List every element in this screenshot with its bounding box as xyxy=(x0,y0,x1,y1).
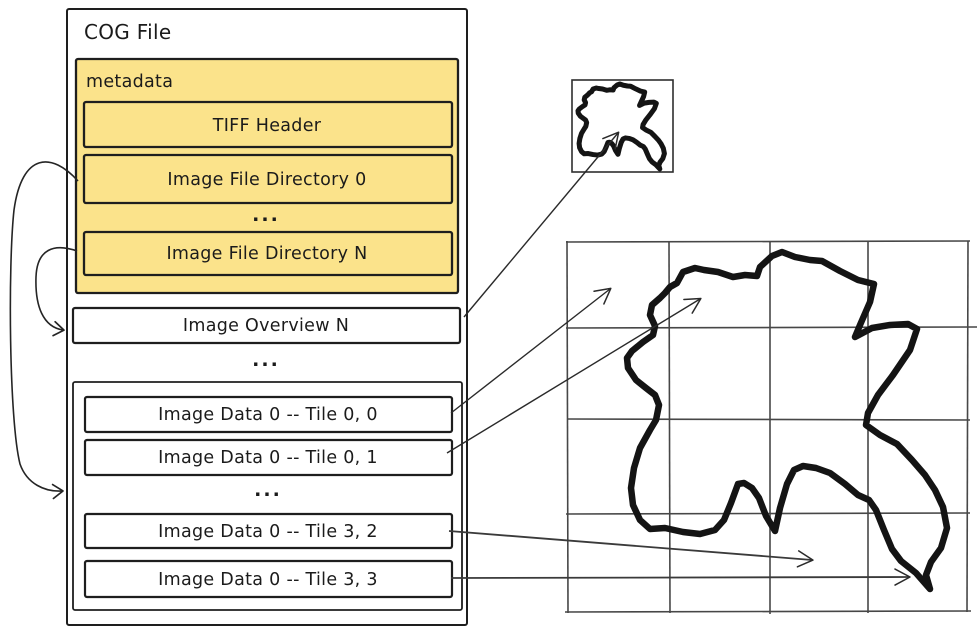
image-overview-label: Image Overview N xyxy=(183,316,349,336)
image-overview-row xyxy=(71,306,462,345)
ifdN-to-overview-arrow xyxy=(35,247,78,337)
tile-3-2-arrow xyxy=(448,530,814,568)
tile-3-3-label: Image Data 0 -- Tile 3, 3 xyxy=(158,570,378,590)
tile-3-3-row xyxy=(83,559,454,599)
cog-file-title: COG File xyxy=(84,20,171,44)
tile-0-0-arrow xyxy=(450,287,612,414)
tile-0-0-row xyxy=(83,395,454,434)
ifd-n-row xyxy=(82,230,454,277)
ifd-0-row xyxy=(82,153,454,205)
tile-0-1-label: Image Data 0 -- Tile 0, 1 xyxy=(158,448,378,468)
ifd0-to-data-arrow xyxy=(9,161,79,500)
overview-arrow xyxy=(463,131,620,318)
file-ellipsis: ... xyxy=(252,349,280,371)
tile-0-0-label: Image Data 0 -- Tile 0, 0 xyxy=(158,405,378,425)
tile-3-2-label: Image Data 0 -- Tile 3, 2 xyxy=(158,522,378,542)
metadata-label: metadata xyxy=(86,72,173,92)
tile-0-1-row xyxy=(83,438,454,477)
ifd-n-label: Image File Directory N xyxy=(166,244,367,264)
ifd-0-label: Image File Directory 0 xyxy=(167,170,366,190)
tiff-header-label: TIFF Header xyxy=(212,116,322,136)
tile-3-3-arrow xyxy=(450,568,911,586)
tile-grid xyxy=(564,240,978,614)
tile-0-1-arrow xyxy=(446,297,702,454)
tiff-header-row xyxy=(82,100,454,149)
metadata-ellipsis: ... xyxy=(252,204,280,226)
data-ellipsis: ... xyxy=(254,479,282,501)
